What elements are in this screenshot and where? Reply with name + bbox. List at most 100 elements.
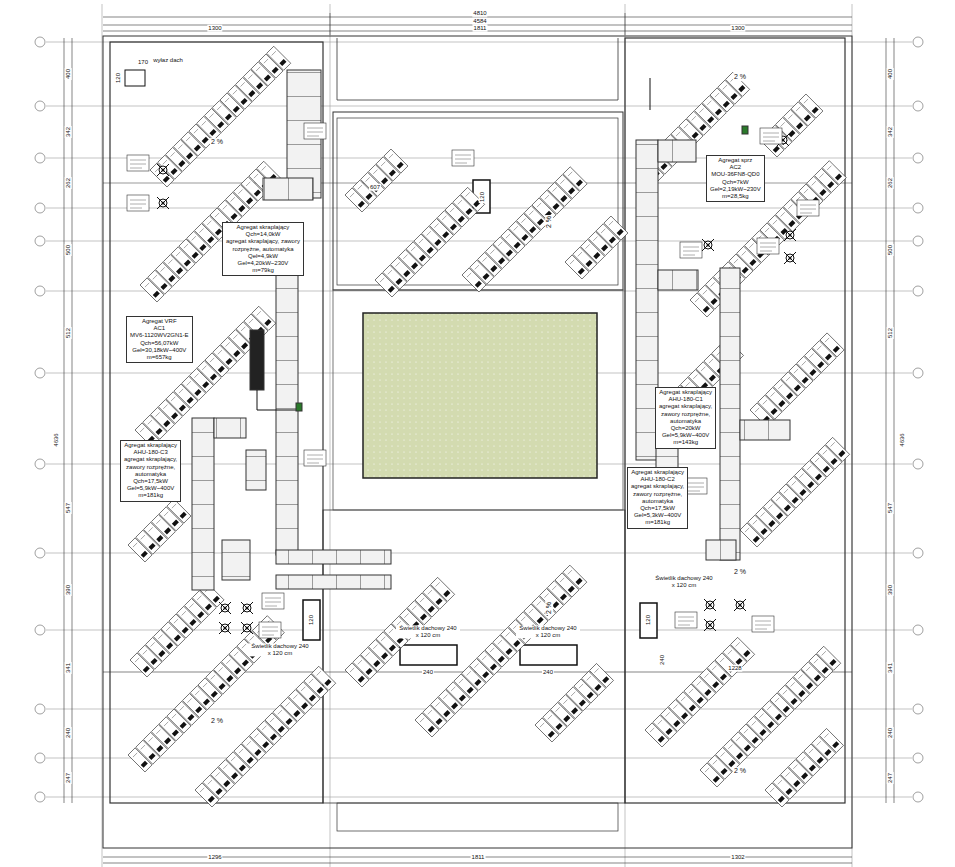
unit-spec: agregat skraplający,	[659, 403, 712, 410]
dimension-label: 500	[65, 244, 72, 256]
dimension-label: 547	[887, 502, 894, 514]
dimension-label: 342	[65, 126, 72, 138]
unit-title: Agregat skraplający	[124, 442, 177, 449]
dimension-label: 120	[645, 614, 652, 626]
skylights	[125, 70, 657, 665]
ducts	[192, 70, 790, 590]
unit-spec: m=181kg	[631, 519, 684, 526]
tag-boxes	[127, 123, 819, 638]
dimension-label: 1811	[471, 854, 486, 861]
unit-spec: MV6-1120WV2GN1-E	[130, 332, 189, 339]
dimension-label: 240	[65, 727, 72, 739]
dimension-label: 247	[887, 772, 894, 784]
dimension-label: 341	[887, 662, 894, 674]
unit-spec: Gel=5,9kW~400V	[659, 432, 712, 439]
slope-label: 2 %	[733, 568, 747, 576]
unit-spec: rozprężne, automatyka	[226, 246, 300, 253]
dimension-label: 607	[369, 184, 381, 191]
unit-spec: agregat skraplający,	[631, 483, 684, 490]
unit-spec: Qel=4,9kW	[226, 253, 300, 260]
dimension-label: 1300	[207, 25, 222, 32]
unit-spec: m=143kg	[659, 439, 712, 446]
dimension-label: 262	[887, 177, 894, 189]
dimension-label: 390	[65, 584, 72, 596]
dimension-label: 547	[65, 502, 72, 514]
skylight-label: Świetlik dachowy 240 x 120 cm	[248, 643, 312, 656]
dimension-label: 4636	[53, 432, 60, 447]
dimension-label: 247	[65, 772, 72, 784]
dimension-label: 1811	[473, 25, 488, 32]
unit-spec: Gel=30,18kW~400V	[130, 347, 189, 354]
green-roof	[333, 290, 623, 510]
unit-spec: Gel=4,20kW~230V	[226, 260, 300, 267]
equipment-label: Agregat skraplającyQch=14,0kWagregat skr…	[222, 222, 304, 276]
pv-panel-strips	[128, 46, 850, 807]
slope-label: 2 %	[733, 73, 747, 81]
equipment-label: Agregat skraplającyAHU-180-C3agregat skr…	[120, 440, 181, 502]
unit-spec: m=28,5kg	[710, 193, 761, 200]
dimension-label: wyłaz dach	[152, 57, 184, 64]
unit-title: Agregat skraplający	[631, 469, 684, 476]
dimension-label: 170	[137, 59, 149, 66]
unit-spec: agregat skraplający, zawory	[226, 238, 300, 245]
slope-label: 2 %	[733, 767, 747, 775]
unit-title: Agregat skraplający	[659, 389, 712, 396]
unit-spec: m=657kg	[130, 354, 189, 361]
valve-symbols	[157, 134, 796, 634]
unit-spec: automatyka	[124, 471, 177, 478]
skylight-label: Świetlik dachowy 240 x 120 cm	[516, 625, 580, 638]
dimension-label: 120	[308, 614, 315, 626]
slope-label: 2 %	[545, 215, 553, 229]
dimension-label: 512	[887, 327, 894, 339]
dimension-label: 120	[479, 191, 486, 203]
dimension-label: 341	[65, 662, 72, 674]
slope-label: 2 %	[210, 138, 224, 146]
equipment-label: Agregat skraplającyAHU-180-C2agregat skr…	[627, 467, 688, 529]
dimension-label: 390	[887, 584, 894, 596]
unit-spec: Gel=2,19kW~230V	[710, 186, 761, 193]
skylight-label: Świetlik dachowy 240 x 120 cm	[396, 625, 460, 638]
unit-spec: Qch=17,5kW	[631, 505, 684, 512]
dimension-label: 1228	[727, 665, 742, 672]
unit-spec: Qch=56,07kW	[130, 340, 189, 347]
unit-spec: AC2	[710, 164, 761, 171]
dimension-label: 120	[115, 72, 122, 84]
unit-spec: AHU-180-C3	[124, 449, 177, 456]
dimension-label: 4810	[472, 10, 487, 17]
dimension-label: 1302	[730, 854, 745, 861]
dimension-label: 400	[887, 68, 894, 80]
unit-spec: Gel=5,9kW~400V	[124, 485, 177, 492]
unit-spec: AHU-180-C2	[631, 476, 684, 483]
dimension-lines	[64, 13, 894, 863]
unit-spec: AHU-180-C1	[659, 396, 712, 403]
building-outline	[103, 36, 852, 848]
dimension-label: 512	[65, 327, 72, 339]
grid-bubbles	[35, 37, 923, 802]
unit-spec: agregat skraplający,	[124, 456, 177, 463]
slope-label: 2 %	[210, 717, 224, 725]
dimension-label: 400	[65, 68, 72, 80]
dimension-label: 1296	[207, 854, 222, 861]
unit-spec: Gel=5,3kW~400V	[631, 512, 684, 519]
unit-spec: automatyka	[631, 498, 684, 505]
unit-spec: zawory rozprężne,	[631, 491, 684, 498]
skylight-label: Świetlik dachowy 240 x 120 cm	[652, 575, 716, 588]
grid-lines	[46, 4, 912, 867]
unit-spec: zawory rozprężne,	[659, 411, 712, 418]
unit-spec: Qch=14,0kW	[226, 231, 300, 238]
unit-spec: m=79kg	[226, 267, 300, 274]
dimension-label: 262	[65, 177, 72, 189]
dimension-label: 240	[887, 727, 894, 739]
unit-spec: Qch=20kW	[659, 425, 712, 432]
dimension-label: 342	[887, 126, 894, 138]
dimension-label: 4636	[899, 432, 906, 447]
unit-title: Agregat skraplający	[226, 224, 300, 231]
unit-spec: Qch=7kW	[710, 179, 761, 186]
dimension-label: 500	[887, 244, 894, 256]
dimension-label: 240	[422, 669, 434, 676]
equipment-label: Agregat skraplającyAHU-180-C1agregat skr…	[655, 387, 716, 449]
unit-spec: AC1	[130, 325, 189, 332]
dimension-label: 240	[542, 669, 554, 676]
equipment-label: Agregat sprzAC2MOU-36FN8-QD0Qch=7kWGel=2…	[706, 155, 765, 202]
dimension-label: 1300	[730, 25, 745, 32]
